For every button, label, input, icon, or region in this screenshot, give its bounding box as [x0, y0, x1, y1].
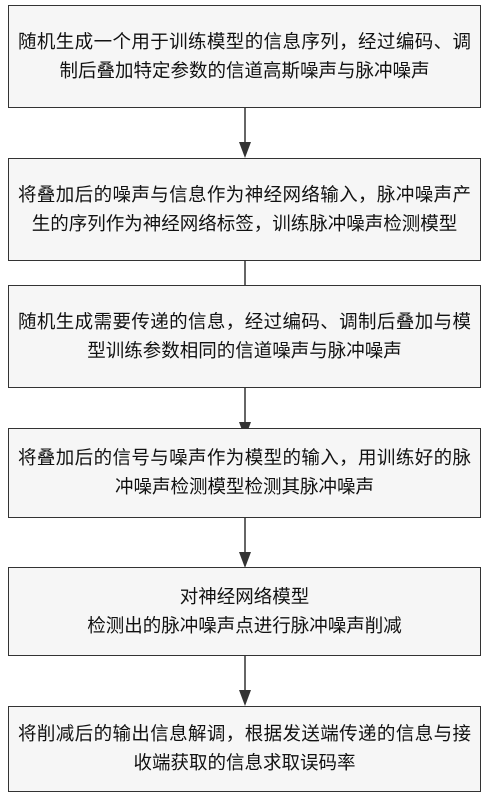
process-step-4: 将叠加后的信号与噪声作为模型的输入，用训练好的脉冲噪声检测模型检测其脉冲噪声: [8, 428, 481, 518]
process-step-6-text: 将削减后的输出信息解调，根据发送端传递的信息与接收端获取的信息求取误码率: [18, 724, 471, 774]
process-step-3-text: 随机生成需要传递的信息，经过编码、调制后叠加与模型训练参数相同的信道噪声与脉冲噪…: [18, 311, 471, 362]
process-step-5: 对神经网络模型 检测出的脉冲噪声点进行脉冲噪声削减: [8, 567, 481, 656]
process-step-2-text: 将叠加后的噪声与信息作为神经网络输入，脉冲噪声产生的序列作为神经网络标签，训练脉…: [18, 184, 471, 235]
process-step-3: 随机生成需要传递的信息，经过编码、调制后叠加与模型训练参数相同的信道噪声与脉冲噪…: [8, 285, 481, 388]
arrow-down-5: [239, 656, 251, 706]
arrow-down-1: [239, 108, 251, 158]
process-step-5-text: 对神经网络模型 检测出的脉冲噪声点进行脉冲噪声削减: [87, 586, 402, 637]
process-step-2: 将叠加后的噪声与信息作为神经网络输入，脉冲噪声产生的序列作为神经网络标签，训练脉…: [8, 158, 481, 261]
process-step-6: 将削减后的输出信息解调，根据发送端传递的信息与接收端获取的信息求取误码率: [8, 706, 481, 792]
process-step-4-text: 将叠加后的信号与噪声作为模型的输入，用训练好的脉冲噪声检测模型检测其脉冲噪声: [18, 448, 471, 498]
arrow-down-4: [239, 518, 251, 568]
process-step-1-text: 随机生成一个用于训练模型的信息序列，经过编码、调制后叠加特定参数的信道高斯噪声与…: [18, 31, 471, 82]
process-step-1: 随机生成一个用于训练模型的信息序列，经过编码、调制后叠加特定参数的信道高斯噪声与…: [8, 5, 481, 108]
